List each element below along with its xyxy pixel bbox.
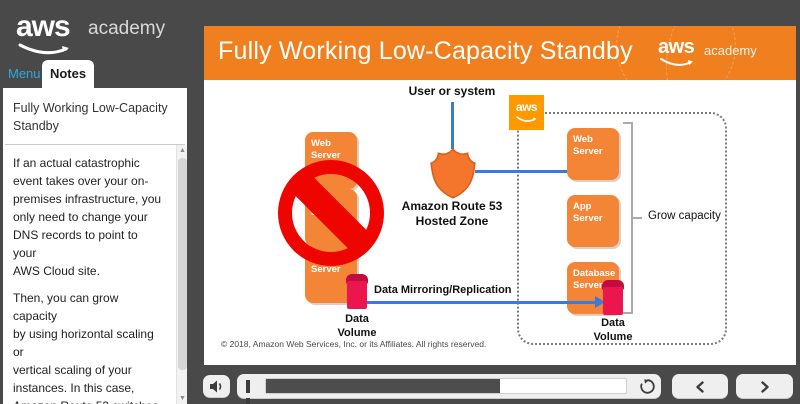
next-slide-button[interactable] [736, 374, 793, 399]
replay-icon[interactable] [639, 378, 656, 395]
seek-bar[interactable] [265, 378, 627, 394]
academy-logo-text: academy [704, 43, 757, 58]
route53-shield-icon [430, 147, 476, 199]
tab-menu[interactable]: Menu [8, 66, 41, 81]
aws-smile-icon [18, 43, 69, 55]
notes-paragraph: If an actual catastrophic event takes ov… [13, 156, 162, 279]
academy-logo-text: academy [88, 18, 166, 39]
grow-capacity-label: Grow capacity [648, 210, 721, 222]
volume-button[interactable] [203, 375, 230, 398]
aws-cloud-icon: aws [509, 95, 544, 130]
playback-bar[interactable] [237, 374, 661, 404]
data-mirroring-line [367, 301, 596, 304]
connector-user-to-route53 [451, 102, 454, 149]
prohibition-icon [278, 160, 384, 266]
notes-title: Fully Working Low-Capacity Standby [13, 101, 168, 134]
onprem-data-volume-label: Data Volume [337, 313, 377, 339]
aws-cloud-boundary [517, 112, 727, 345]
chevron-left-icon [696, 380, 704, 393]
aws-logo-text: aws [658, 36, 695, 58]
slide-canvas: User or system Amazon Route 53 Hosted Zo… [204, 80, 796, 365]
scroll-up-arrow-icon[interactable]: ▲ [179, 147, 186, 154]
pause-button[interactable] [246, 380, 258, 404]
grow-capacity-bracket [633, 217, 642, 219]
speaker-icon [210, 380, 222, 393]
previous-slide-button[interactable] [672, 374, 728, 399]
header-aws-academy-logo: aws academy [658, 34, 778, 74]
grow-capacity-bracket [623, 122, 631, 124]
grow-capacity-bracket [623, 312, 631, 314]
aws-data-volume-icon [602, 280, 624, 315]
slide-title: Fully Working Low-Capacity Standby [218, 37, 633, 65]
grow-capacity-bracket [631, 122, 633, 314]
route53-label: Amazon Route 53 Hosted Zone [401, 199, 503, 228]
aws-icon-text: aws [515, 100, 538, 114]
slide-header: Fully Working Low-Capacity Standby aws a… [204, 26, 796, 80]
notes-paragraph: Then, you can grow capacity by using hor… [13, 291, 158, 404]
scroll-thumb[interactable] [178, 158, 187, 370]
notes-scrollbar[interactable]: ▲ ▼ [176, 145, 187, 404]
aws-smile-icon [660, 58, 693, 66]
notes-body: If an actual catastrophic event takes ov… [3, 145, 176, 404]
aws-web-server-box: Web Server [567, 128, 619, 180]
aws-app-server-box: App Server [567, 195, 619, 247]
onprem-data-volume-icon [346, 274, 368, 309]
copyright-text: © 2018, Amazon Web Services, Inc. or its… [221, 339, 487, 349]
aws-logo-text: aws [16, 10, 71, 43]
decorative-circle [666, 26, 796, 80]
data-mirroring-arrowhead-icon [595, 296, 605, 308]
divider [5, 144, 185, 146]
connector-route53-to-webserver [475, 170, 568, 173]
data-mirroring-label: Data Mirroring/Replication [374, 284, 512, 296]
user-or-system-label: User or system [408, 84, 496, 98]
aws-smile-icon [516, 116, 537, 122]
tab-notes[interactable]: Notes [42, 60, 94, 88]
aws-data-volume-label: Data Volume [593, 317, 633, 343]
aws-academy-logo: aws academy [16, 10, 196, 60]
scroll-down-arrow-icon[interactable]: ▼ [179, 395, 186, 402]
chevron-right-icon [760, 380, 769, 393]
notes-panel: Fully Working Low-Capacity Standby If an… [3, 88, 187, 404]
seek-bar-fill [266, 379, 500, 393]
